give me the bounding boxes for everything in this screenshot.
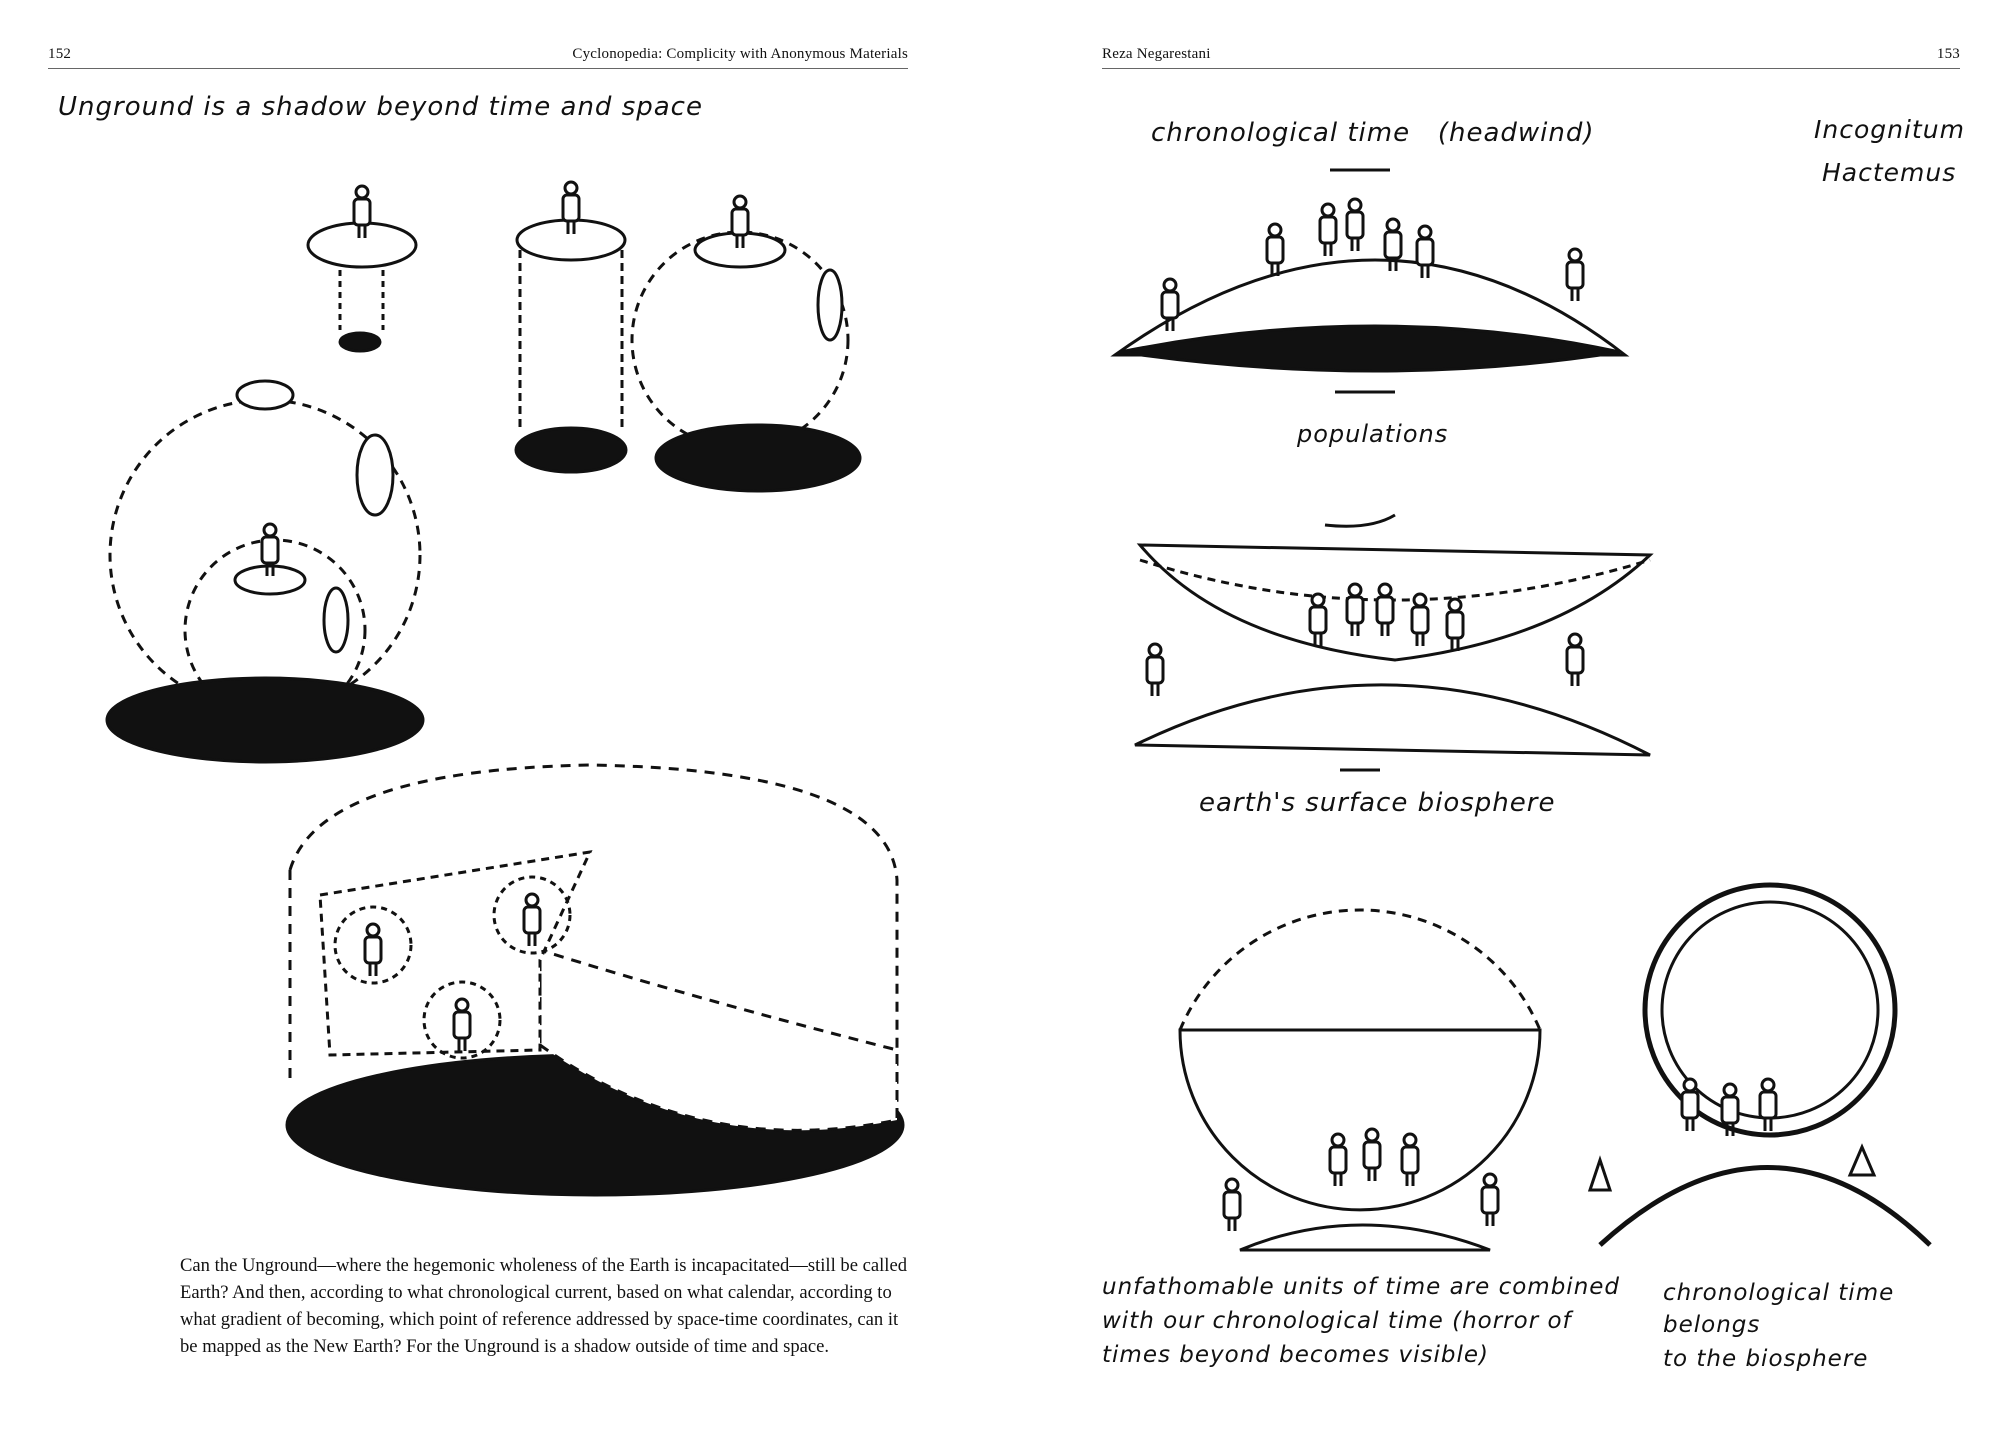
bowl-sphere-drawing: [1178, 908, 1542, 1252]
page-number-left: 152: [48, 46, 72, 62]
body-paragraph: Can the Unground—where the hegemonic who…: [180, 1255, 907, 1357]
column-drawing: [514, 180, 628, 474]
ring-drawing: [1587, 882, 1932, 1247]
label-belongs-2: belongs: [1663, 1312, 1761, 1338]
floating-disc-drawing: [306, 184, 418, 353]
header-rule-left: [48, 68, 908, 69]
running-title: Cyclonopedia: Complicity with Anonymous …: [572, 46, 908, 62]
label-unfathomable-3: times beyond becomes visible): [1102, 1342, 1489, 1368]
label-unfathomable-2: with our chronological time (horror of: [1102, 1308, 1572, 1334]
running-author: Reza Negarestani: [1102, 46, 1211, 62]
label-headwind: chronological time (headwind): [1151, 118, 1595, 148]
label-biosphere: earth's surface biosphere: [1199, 788, 1556, 818]
header-rule-right: [1102, 68, 1960, 69]
label-populations: populations: [1297, 420, 1449, 448]
nested-spheres-drawing: [105, 379, 425, 764]
label-incognitum: Incognitum: [1814, 115, 1965, 144]
label-hactemus: Hactemus: [1822, 158, 1957, 187]
label-belongs-3: to the biosphere: [1663, 1346, 1869, 1372]
page-number-right: 153: [1936, 46, 1960, 62]
label-belongs-1: chronological time: [1663, 1280, 1895, 1306]
dome-drawing: [1110, 168, 1630, 394]
lens-drawing: [1134, 513, 1654, 772]
label-unfathomable-1: unfathomable units of time are combined: [1102, 1274, 1621, 1300]
sphere-drawing: [630, 194, 862, 493]
handwritten-title: Unground is a shadow beyond time and spa…: [58, 92, 703, 122]
cylinder-drawing: [285, 763, 905, 1197]
